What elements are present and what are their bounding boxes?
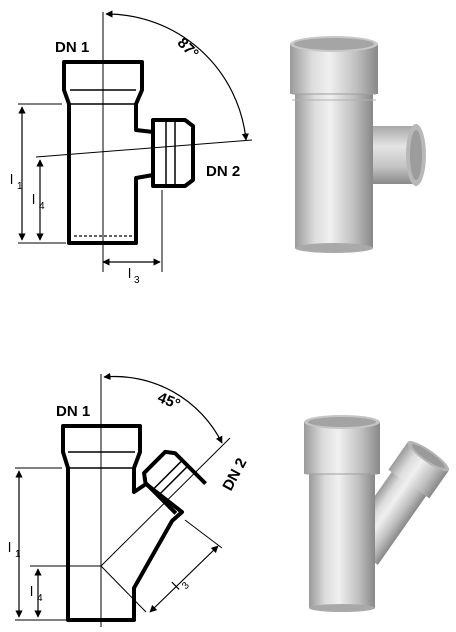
branch-45-l3-label: l	[169, 579, 183, 593]
tee-87-l4-label: l	[32, 191, 35, 207]
branch-45-drawing: DN 1 DN 2 45° l 1 l 4 l 3	[8, 372, 250, 627]
tee-87-product-image	[290, 36, 426, 253]
tee-87-l1-subscript: 1	[17, 181, 23, 192]
tee-87-angle-arc	[105, 10, 249, 141]
branch-45-branch-outline	[142, 449, 207, 515]
tee-87-dn2-label: DN 2	[206, 163, 240, 180]
branch-45-dn1-label: DN 1	[56, 403, 90, 420]
branch-45-angle-label: 45°	[155, 389, 182, 413]
tee-87-drawing: DN 1 DN 2 87° l 1 l 4 l 3	[10, 10, 253, 286]
tee-87-branch-outline	[151, 118, 195, 188]
branch-45-l4-label: l	[30, 583, 33, 599]
tee-87-l3-subscript: 3	[134, 275, 140, 286]
tee-87-l1-label: l	[10, 171, 13, 187]
branch-45-dn2-label: DN 2	[219, 455, 250, 493]
tee-87-angle-label: 87°	[174, 34, 202, 62]
branch-45-main-pipe-outline	[61, 424, 184, 622]
branch-45-l1-label: l	[8, 539, 11, 555]
tee-87-dn1-label: DN 1	[55, 39, 89, 56]
tee-87-l3-label: l	[128, 265, 131, 281]
tee-87-l4-subscript: 4	[39, 201, 45, 212]
tee-87-main-pipe-outline	[62, 60, 155, 245]
branch-45-l1-subscript: 1	[15, 549, 21, 560]
branch-45-angle-arc	[103, 372, 223, 444]
branch-45-l4-subscript: 4	[37, 593, 43, 604]
branch-45-product-image	[304, 415, 450, 612]
